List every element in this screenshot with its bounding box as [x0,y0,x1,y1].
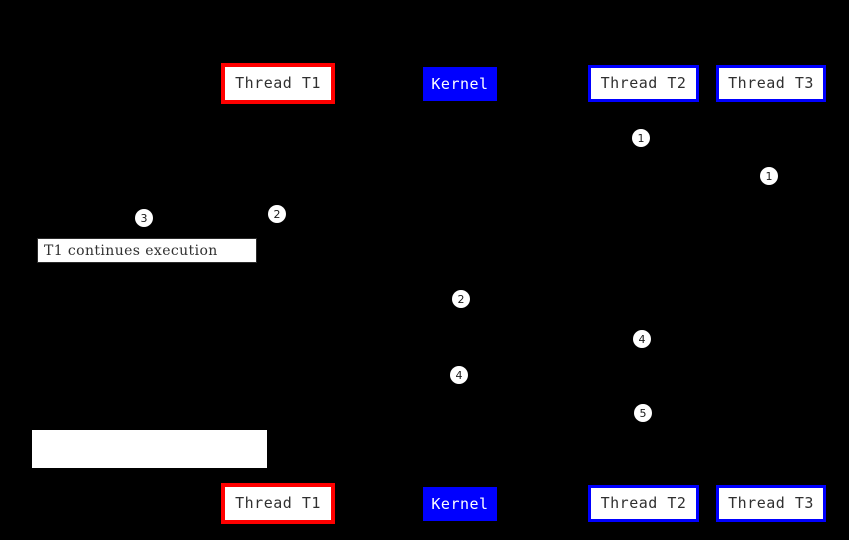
participant-label: Kernel [431,494,489,513]
step-badge-1: 1 [632,129,650,147]
participant-thread-t3-top[interactable]: Thread T3 [716,65,826,102]
participant-label: Thread T2 [600,74,687,92]
step-badge-4: 4 [633,330,651,348]
participant-label: Thread T3 [728,494,814,512]
note-box-blank [32,430,267,468]
participant-thread-t3-bottom[interactable]: Thread T3 [716,485,826,522]
participant-label: Thread T1 [235,74,321,92]
step-badge-1: 1 [760,167,778,185]
participant-thread-t2-bottom[interactable]: Thread T2 [588,485,699,522]
step-badge-2: 2 [268,205,286,223]
step-badge-3: 3 [135,209,153,227]
step-badge-4: 4 [450,366,468,384]
participant-label: Thread T1 [235,494,321,512]
participant-thread-t1-bottom[interactable]: Thread T1 [221,483,335,524]
lifeline-thread-t3 [771,102,772,485]
participant-label: Thread T3 [728,74,814,92]
note-box-t1-continues-execution: T1 continues execution [37,238,257,263]
participant-kernel-top[interactable]: Kernel [423,67,497,101]
participant-label: Thread T2 [600,494,687,512]
participant-kernel-bottom[interactable]: Kernel [423,487,497,521]
participant-thread-t1-top[interactable]: Thread T1 [221,63,335,104]
participant-thread-t2-top[interactable]: Thread T2 [588,65,699,102]
step-badge-2: 2 [452,290,470,308]
step-badge-5: 5 [634,404,652,422]
lifeline-thread-t2 [644,102,645,485]
participant-label: Kernel [431,74,489,93]
lifeline-thread-t1 [278,104,279,483]
